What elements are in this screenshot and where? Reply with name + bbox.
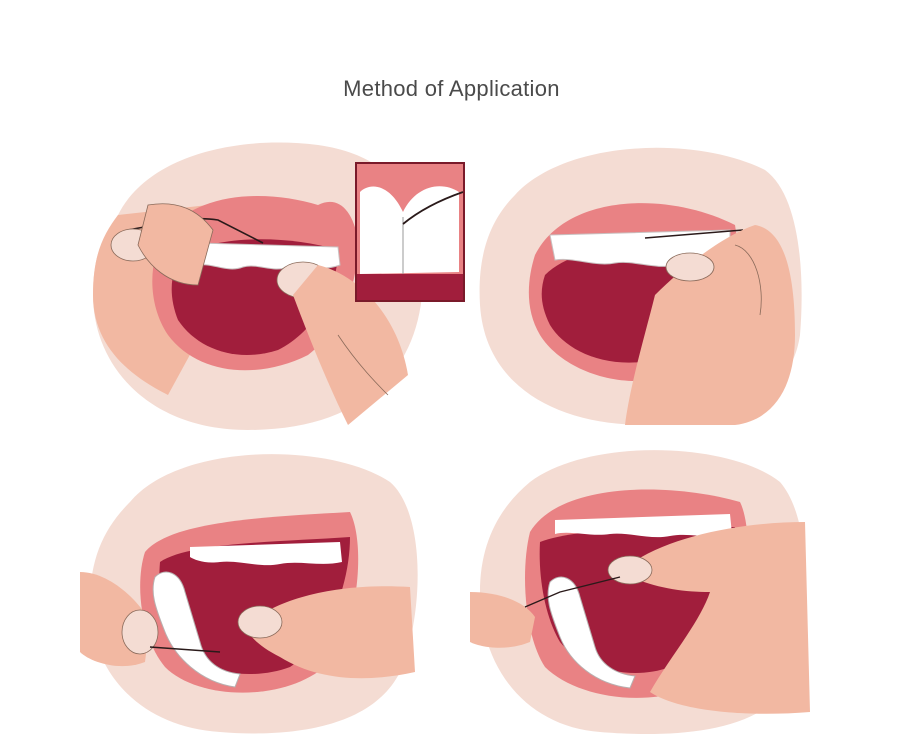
illustration-step-4 bbox=[470, 442, 815, 742]
illustration-step-3 bbox=[80, 442, 440, 742]
page-title: Method of Application bbox=[343, 76, 560, 101]
illustration-step-1 bbox=[88, 135, 428, 435]
illustration-step-2 bbox=[475, 135, 810, 430]
inset-closeup bbox=[355, 162, 465, 302]
